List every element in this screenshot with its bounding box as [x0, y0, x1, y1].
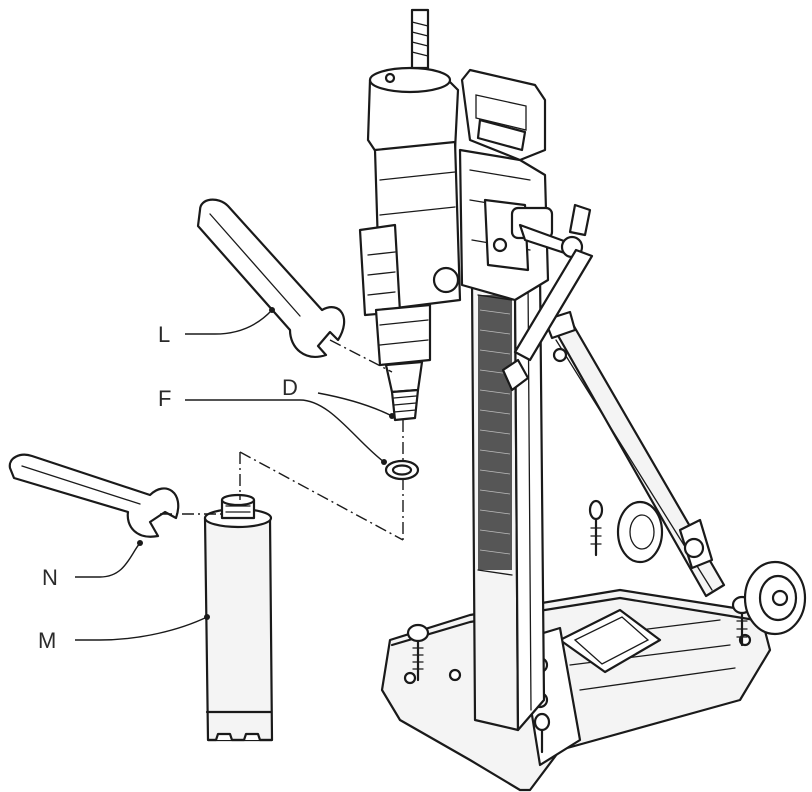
drill-motor	[358, 8, 462, 394]
callout-label-n: N	[42, 565, 58, 590]
callout-label-d: D	[282, 375, 298, 400]
top-handle	[460, 68, 547, 162]
callout-label-l: L	[158, 322, 170, 347]
wrench-n	[8, 453, 180, 538]
rack-gear-teeth	[478, 295, 512, 570]
leader-lines	[75, 307, 395, 641]
carriage	[458, 148, 594, 392]
assembly-lines	[160, 339, 404, 541]
stand-base	[380, 588, 772, 792]
transport-wheel	[616, 500, 807, 636]
core-drill-bit	[203, 493, 274, 742]
wrench-l	[196, 198, 346, 358]
callout-label-m: M	[38, 628, 56, 653]
spindle-thread	[390, 388, 420, 422]
stand-column	[470, 268, 546, 732]
sealing-washer	[384, 459, 420, 481]
levelling-screws	[406, 499, 753, 754]
callout-label-f: F	[158, 386, 171, 411]
